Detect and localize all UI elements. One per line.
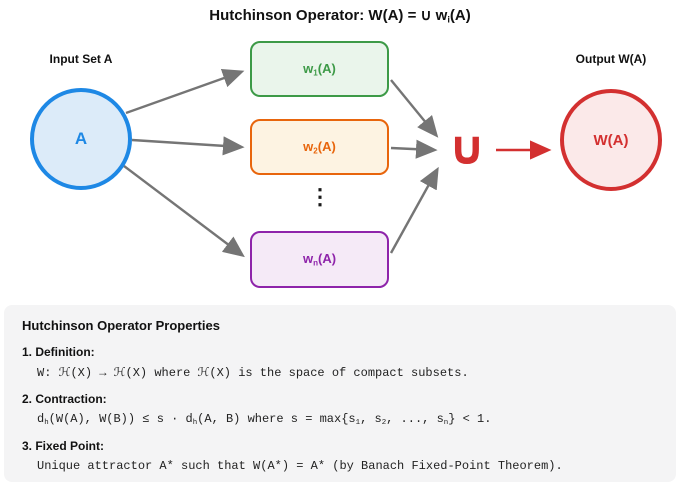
- property-fixed-point-formula: Unique attractor A* such that W(A*) = A*…: [37, 459, 563, 474]
- map-box-wn-label: wn(A): [302, 251, 337, 268]
- arrow-a-to-w2: [131, 136, 245, 156]
- property-contraction: 2. Contraction: dh(W(A), W(B)) ≤ s · dh(…: [22, 392, 658, 427]
- map-box-w2: w2(A): [250, 119, 389, 175]
- property-fixed-point: 3. Fixed Point: Unique attractor A* such…: [22, 439, 658, 473]
- diagram-title: Hutchinson Operator: W(A) = ∪ wi(A): [209, 7, 471, 25]
- property-contraction-formula: dh(W(A), W(B)) ≤ s · dh(A, B) where s = …: [37, 412, 492, 428]
- input-circle-text: A: [74, 129, 88, 148]
- property-fixed-point-label: 3. Fixed Point:: [22, 439, 105, 454]
- property-contraction-label: 2. Contraction:: [22, 392, 107, 406]
- vertical-ellipsis: ⋮: [309, 184, 331, 209]
- arrow-a-to-wn: [123, 165, 245, 258]
- property-definition: 1. Definition: W: ℋ(X) → ℋ(X) where ℋ(X)…: [22, 345, 658, 380]
- arrow-w2-to-union: [390, 139, 438, 159]
- arrow-wn-to-union: [389, 166, 439, 254]
- properties-panel: Hutchinson Operator Properties 1. Defini…: [4, 305, 676, 482]
- arrow-a-to-w1: [125, 69, 245, 115]
- map-box-wn: wn(A): [250, 231, 389, 288]
- property-definition-formula: W: ℋ(X) → ℋ(X) where ℋ(X) is the space o…: [37, 366, 469, 380]
- map-box-w2-label: w2(A): [303, 138, 336, 156]
- input-set-circle: A: [30, 88, 132, 190]
- map-box-w1-label: w1(A): [303, 60, 336, 78]
- map-box-w1: w1(A): [250, 41, 389, 97]
- output-circle-text: W(A): [593, 131, 629, 149]
- union-symbol: ∪: [447, 121, 487, 176]
- input-set-label: Input Set A: [49, 52, 113, 66]
- output-set-circle: W(A): [560, 89, 662, 191]
- properties-heading: Hutchinson Operator Properties: [22, 318, 220, 333]
- arrow-w1-to-union: [390, 79, 439, 138]
- output-set-label: Output W(A): [575, 52, 647, 66]
- property-definition-label: 1. Definition:: [22, 345, 95, 359]
